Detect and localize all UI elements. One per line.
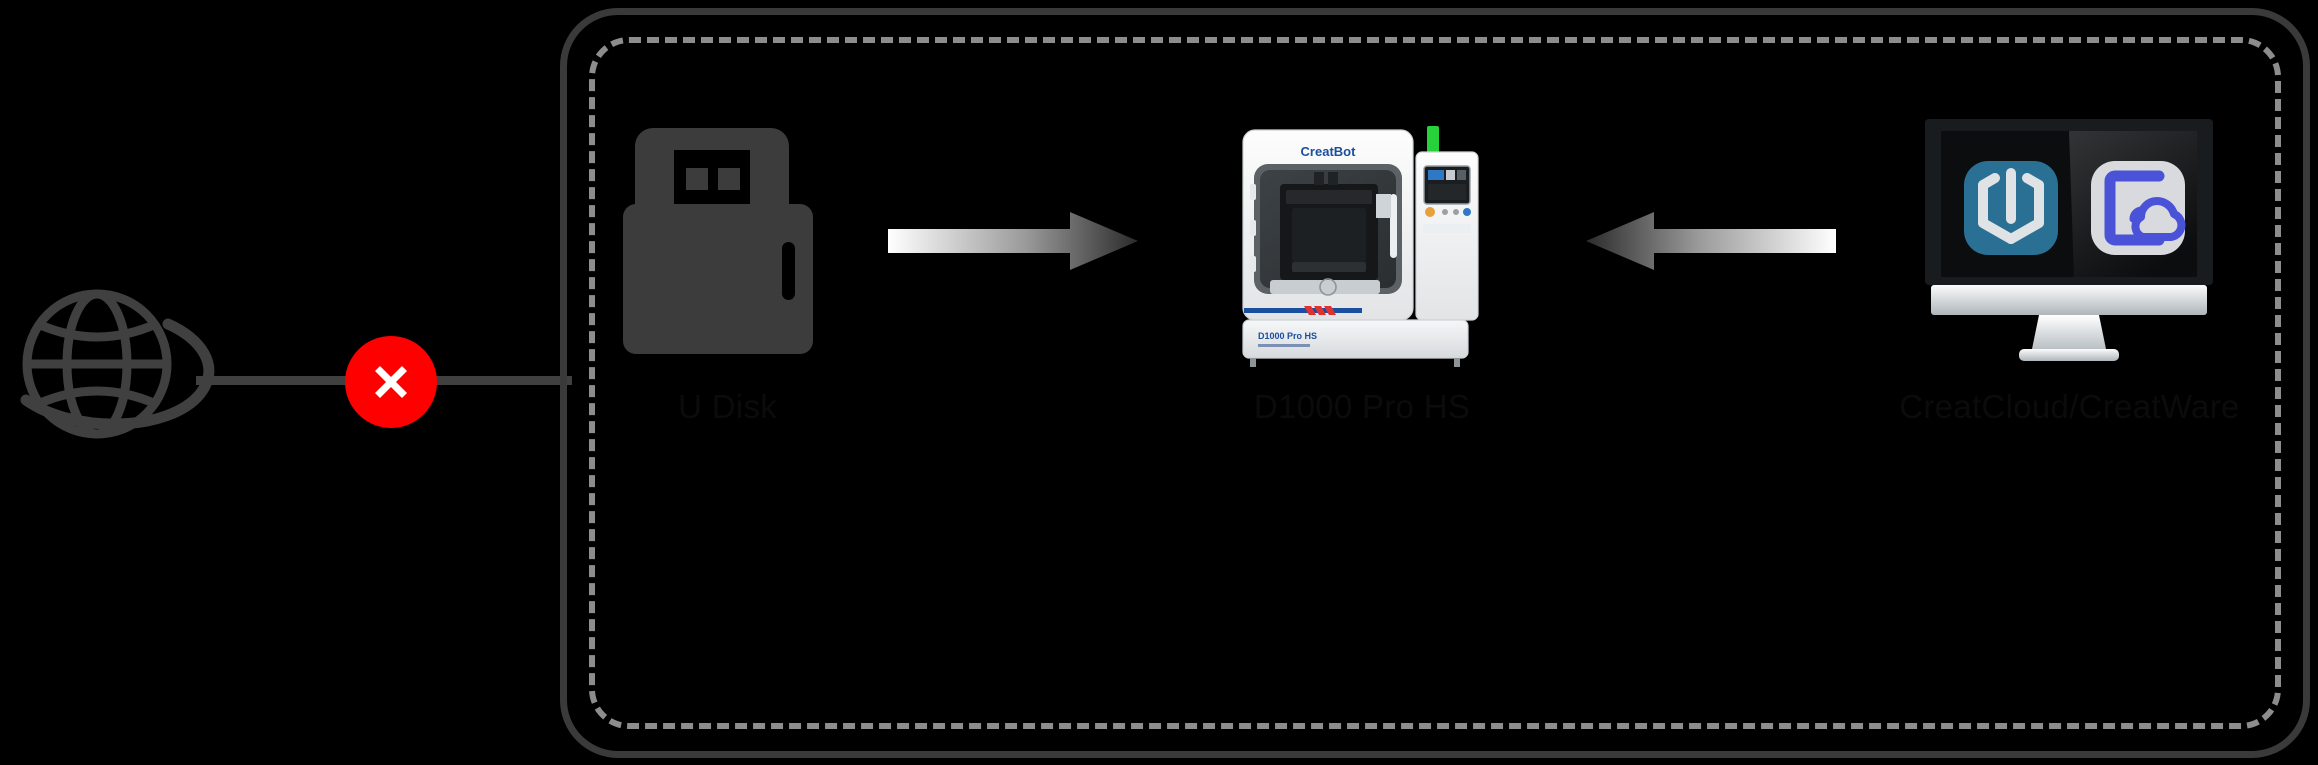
close-icon	[375, 366, 407, 398]
printer-brand-text: CreatBot	[1300, 144, 1356, 159]
node-printer: CreatBot	[1138, 107, 1586, 427]
arrow-workstation-to-printer	[1585, 107, 1836, 375]
workstation-label: CreatCloud/CreatWare	[1899, 388, 2240, 425]
usb-flash-drive-icon	[623, 128, 814, 354]
u-disk-label: U Disk	[678, 388, 778, 425]
printer-art: CreatBot	[1138, 107, 1586, 375]
creatware-cube-icon	[1964, 161, 2059, 255]
workstation-art	[1836, 107, 2303, 375]
printer-model-plate: D1000 Pro HS	[1258, 331, 1317, 341]
arrow-right-icon	[888, 212, 1139, 270]
offline-enclosure: U Disk	[560, 8, 2310, 758]
printer-label: D1000 Pro HS	[1253, 388, 1471, 425]
node-workstation: CreatCloud/CreatWare	[1836, 107, 2303, 427]
arrow-usb-to-printer	[888, 107, 1139, 375]
u-disk-art	[567, 107, 888, 375]
arrow-left-icon	[1585, 212, 1836, 270]
desktop-monitor-icon	[1925, 119, 2214, 361]
red-x-circle-icon	[345, 336, 437, 428]
creatcloud-cloud-icon	[2091, 161, 2186, 255]
globe-icon	[20, 289, 215, 439]
node-u-disk: U Disk	[567, 107, 888, 427]
3d-printer-icon: CreatBot	[1241, 126, 1479, 367]
internet-globe	[4, 282, 254, 442]
device-row: U Disk	[567, 107, 2303, 507]
